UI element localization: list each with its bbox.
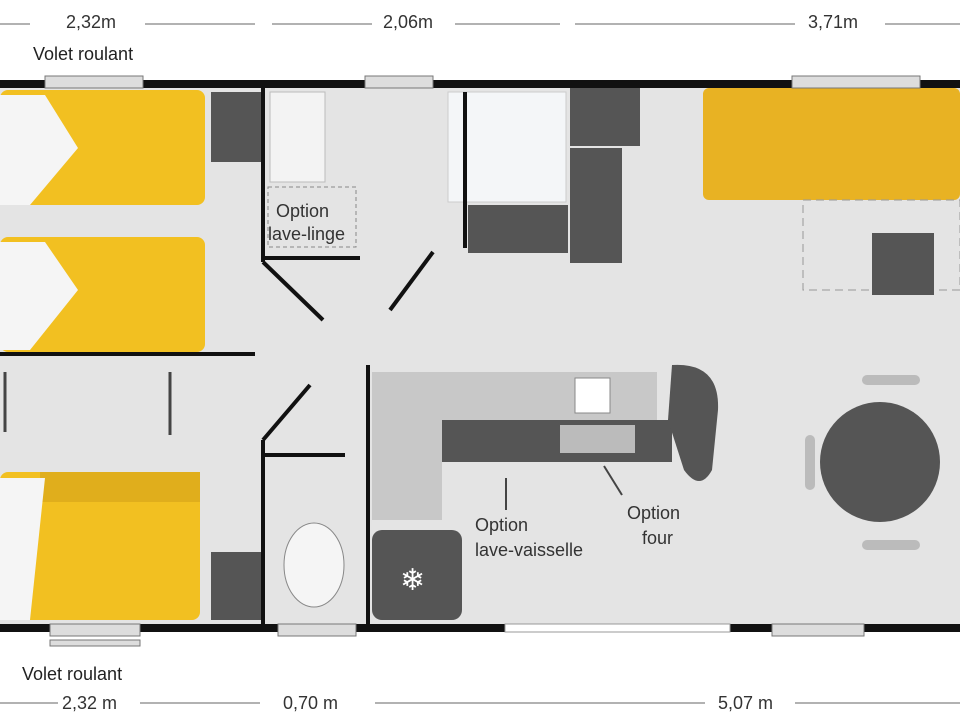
option-lave-linge-line2: lave-linge [268, 224, 345, 244]
bar-counter [668, 364, 719, 481]
snowflake-icon: ❄ [400, 564, 425, 597]
wardrobe-top [211, 92, 261, 162]
washing-machine-space [267, 186, 357, 248]
option-lave-linge-line1: Option [276, 201, 329, 221]
glass-door [504, 623, 731, 633]
option-lave-vaisselle-line1: Option [475, 515, 528, 535]
dimension-bottom-3: 5,07 m [718, 693, 773, 713]
boiler [570, 88, 640, 146]
kitchen-island [442, 420, 672, 462]
chairs [805, 375, 920, 550]
dimension-top-2: 2,06m [383, 12, 433, 32]
dimension-bottom-1: 2,32 m [62, 693, 117, 713]
option-lave-vaisselle-line2: lave-vaisselle [475, 540, 583, 560]
kitchen-counter [372, 372, 657, 420]
option-four-line2: four [642, 528, 673, 548]
bed-double [0, 472, 200, 620]
arrows [3, 372, 172, 435]
dimension-top-3: 3,71m [808, 12, 858, 32]
cabinet [468, 205, 568, 253]
windows [44, 75, 921, 647]
bed-single-1 [0, 90, 205, 205]
toilet [283, 522, 345, 608]
hood-icon [574, 377, 611, 414]
cupboard [570, 148, 622, 263]
shower-tray [447, 91, 567, 203]
wardrobe-bottom [211, 552, 261, 620]
coffee-table [872, 233, 934, 295]
dining-table [820, 402, 940, 522]
fridge [372, 530, 462, 620]
dimension-bottom-2: 0,70 m [283, 693, 338, 713]
internal-walls [0, 88, 467, 625]
hob [560, 425, 635, 453]
bed-single-2 [0, 237, 205, 352]
option-four-line1: Option [627, 503, 680, 523]
option-arrows [505, 465, 623, 510]
shower [269, 91, 326, 183]
kitchen-counter-side [372, 420, 442, 520]
volet-roulant-bottom-label: Volet roulant [22, 664, 122, 684]
volet-roulant-top-label: Volet roulant [33, 44, 133, 64]
sofa [703, 88, 960, 200]
dimension-top-1: 2,32m [66, 12, 116, 32]
